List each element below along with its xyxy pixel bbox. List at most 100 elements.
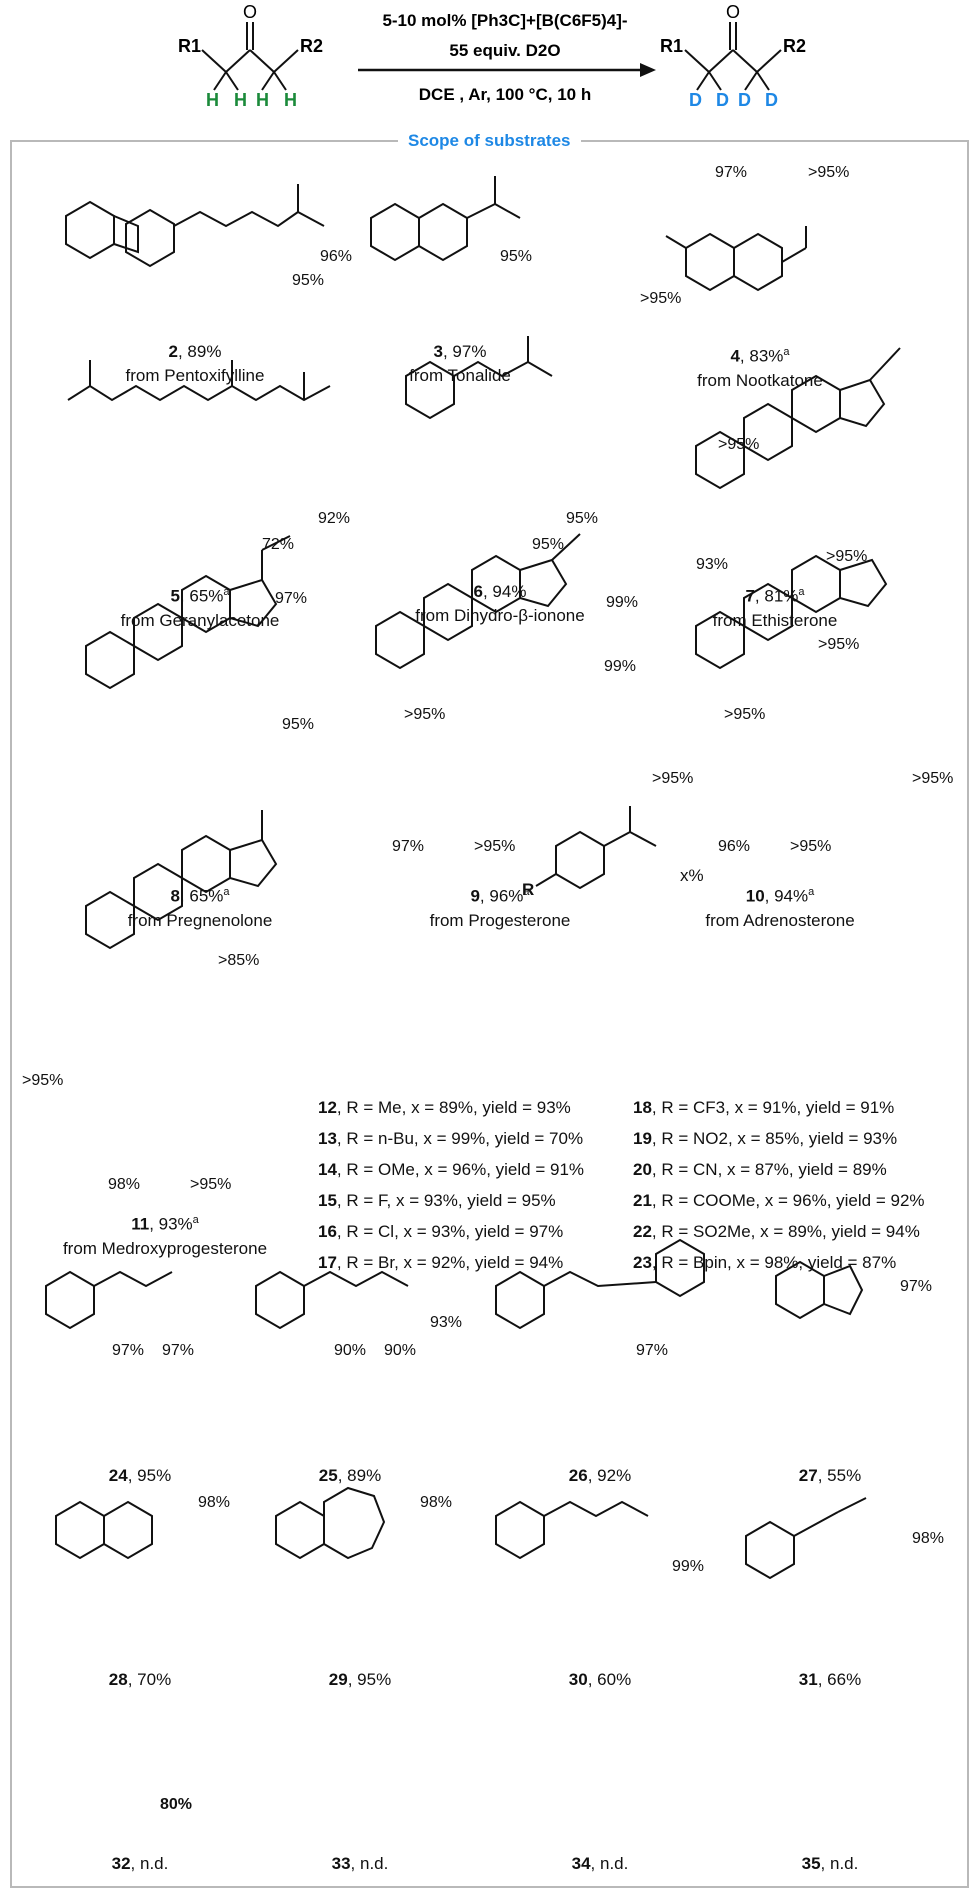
dpct-7b: 93%: [696, 556, 729, 573]
footnote-mark: a: [808, 886, 815, 898]
caption-4: 4, 83%a from Nootkatone: [640, 340, 880, 393]
aryl-table-right: 18, R = CF3, x = 91%, yield = 91% 19, R …: [633, 1092, 925, 1278]
compound-yield: , 55%: [817, 1466, 862, 1485]
row-text: , R = n-Bu, x = 99%, yield = 70%: [336, 1129, 584, 1148]
compound-yield: , 60%: [587, 1670, 632, 1689]
product-r2: R2: [783, 36, 806, 56]
structure-11: [85, 810, 278, 949]
row-id: 21: [633, 1191, 652, 1210]
dpct-27a: 97%: [900, 1278, 933, 1295]
structure-31: [745, 1497, 867, 1579]
reaction-arrow-head: [640, 63, 656, 77]
dpct-3a: 95%: [500, 248, 533, 265]
caption-28: 28, 70%: [60, 1668, 220, 1692]
reactant-r2: R2: [300, 36, 323, 56]
footnote-mark: a: [798, 586, 805, 598]
dpct-10b: >95%: [724, 706, 766, 723]
row-text: , R = Cl, x = 93%, yield = 97%: [336, 1222, 564, 1241]
structure-27: [775, 1261, 864, 1319]
dpct-7a: >95%: [718, 436, 760, 453]
row-id: 16: [318, 1222, 337, 1241]
structure-aryl-template: [535, 806, 657, 889]
condition-d2o: 55 equiv. D2O: [449, 41, 560, 60]
structure-4: [665, 226, 807, 291]
product-d3: D: [738, 90, 751, 110]
dpct-10e: 96%: [718, 838, 751, 855]
compound-yield: , 95%: [347, 1670, 392, 1689]
compound-source: from Ethisterone: [712, 610, 838, 630]
compound-id: 27: [798, 1466, 818, 1485]
dpct-24a: 97%: [112, 1342, 145, 1359]
footnote-mark: a: [223, 586, 230, 598]
caption-25: 25, 89%: [270, 1464, 430, 1488]
row-text: , R = COOMe, x = 96%, yield = 92%: [651, 1191, 925, 1210]
condition-solvent-temp: DCE , Ar, 100 °C, 10 h: [419, 85, 591, 104]
dpct-11c: 98%: [108, 1176, 141, 1193]
compound-yield: , n.d.: [130, 1854, 169, 1873]
compound-source: from Geranylacetone: [120, 610, 280, 630]
dpct-25b: 90%: [384, 1342, 417, 1359]
compound-id: 3: [433, 342, 443, 361]
compound-id: 34: [571, 1854, 591, 1873]
dpct-4a: 97%: [715, 164, 748, 181]
product-oxygen: O: [726, 2, 740, 22]
row-id: 15: [318, 1191, 337, 1210]
dpct-7c: >95%: [826, 548, 868, 565]
aryl-row: 21, R = COOMe, x = 96%, yield = 92%: [633, 1185, 925, 1216]
condition-catalyst: 5-10 mol% [Ph3C]+[B(C6F5)4]-: [382, 11, 627, 30]
dpct-11d: >95%: [190, 1176, 232, 1193]
compound-yield: , 66%: [817, 1670, 862, 1689]
row-text: , R = Me, x = 89%, yield = 93%: [336, 1098, 571, 1117]
compound-yield: , 93%: [149, 1214, 193, 1234]
caption-26: 26, 92%: [520, 1464, 680, 1488]
compound-yield: , 96%: [479, 886, 524, 906]
compound-source: from Dihydro-β-ionone: [415, 606, 585, 625]
caption-34: 34, n.d.: [520, 1852, 680, 1876]
structure-30: [495, 1500, 649, 1559]
compound-id: 25: [318, 1466, 338, 1485]
compound-id: 7: [745, 586, 755, 606]
reactant-h3: H: [256, 90, 269, 110]
dpct-9c: >95%: [404, 706, 446, 723]
dpct-5a: 72%: [262, 536, 295, 553]
caption-30: 30, 60%: [520, 1668, 680, 1692]
compound-id: 11: [131, 1214, 150, 1234]
structure-7: [695, 347, 901, 489]
caption-8: 8, 65%a from Pregnenolone: [80, 880, 320, 933]
compound-yield: , 70%: [127, 1670, 172, 1689]
row-id: 22: [633, 1222, 652, 1241]
compound-id: 33: [331, 1854, 351, 1873]
compound-id: 29: [328, 1670, 348, 1689]
compound-id: 31: [798, 1670, 818, 1689]
compound-source: from Medroxyprogesterone: [62, 1238, 268, 1258]
product-d1: D: [689, 90, 702, 110]
dpct-24b: 97%: [162, 1342, 195, 1359]
caption-35: 35, n.d.: [750, 1852, 910, 1876]
compound-yield: , n.d.: [820, 1854, 859, 1873]
dpct-9b: 99%: [604, 658, 637, 675]
dpct-6b: 95%: [566, 510, 599, 527]
dpct-11b: >95%: [22, 1072, 64, 1089]
compound-yield: , 94%: [764, 886, 809, 906]
dpct-11a: >85%: [218, 952, 260, 969]
reactant-h1: H: [206, 90, 219, 110]
product-d4: D: [765, 90, 778, 110]
dpct-2b: 96%: [320, 248, 353, 265]
dpct-9a: 99%: [606, 594, 639, 611]
compound-id: 10: [745, 886, 765, 906]
row-text: , R = OMe, x = 96%, yield = 91%: [336, 1160, 585, 1179]
compound-source: from Pentoxifylline: [125, 366, 265, 385]
footnote-mark: a: [523, 886, 530, 898]
reactant-r1: R1: [178, 36, 201, 56]
compound-id: 28: [108, 1670, 128, 1689]
aryl-row: 12, R = Me, x = 89%, yield = 93%: [318, 1092, 584, 1123]
caption-3: 3, 97% from Tonalide: [360, 340, 560, 388]
aryl-row: 18, R = CF3, x = 91%, yield = 91%: [633, 1092, 925, 1123]
caption-6: 6, 94% from Dihydro-β-ionone: [380, 580, 620, 628]
aryl-row: 20, R = CN, x = 87%, yield = 89%: [633, 1154, 925, 1185]
row-text: , R = Br, x = 92%, yield = 94%: [336, 1253, 564, 1272]
compound-yield: , 81%: [754, 586, 799, 606]
row-id: 20: [633, 1160, 652, 1179]
compound-yield: , 65%: [179, 586, 224, 606]
compound-id: 8: [170, 886, 180, 906]
